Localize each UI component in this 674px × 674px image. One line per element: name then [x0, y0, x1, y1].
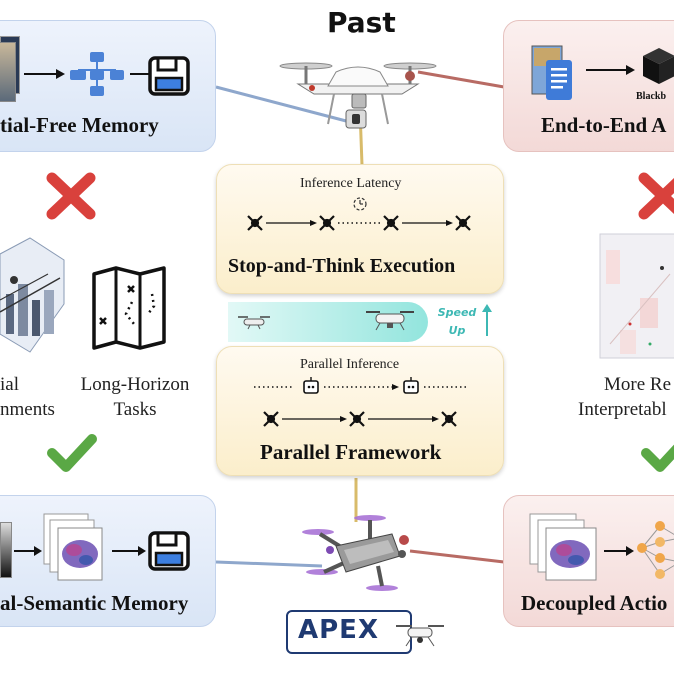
clock-icon: [353, 197, 367, 211]
apex-logo-text: APEX: [298, 615, 379, 645]
up-arrow-icon: [482, 304, 492, 336]
more-reliable-line2: Interpretabl: [578, 399, 667, 420]
aerial-environment-illustration: [0, 237, 65, 353]
parallel-framework-panel: [216, 346, 504, 476]
long-horizon-line1: Long-Horizon: [80, 374, 190, 395]
aerial-label-line2: nments: [0, 399, 55, 420]
image-stack-icon: [0, 36, 20, 102]
aerial-label-line1: ial: [0, 374, 19, 395]
cross-icon-right: [638, 172, 674, 220]
past-title: Past: [327, 6, 396, 39]
parallel-inference-label: Parallel Inference: [300, 357, 400, 372]
map-icon: [92, 266, 166, 350]
apex-logo-drone-icon: [396, 625, 444, 647]
arrow-icon: [586, 65, 635, 75]
arrow-icon-br: [604, 546, 634, 556]
small-drone-icon-a: [238, 316, 270, 330]
blackbox-label: Blackb: [636, 91, 667, 102]
small-drone-icon-b: [366, 311, 414, 331]
end-to-end-title: End-to-End A: [541, 113, 667, 137]
arrow-icon-bl2: [112, 546, 146, 556]
neural-network-icon: [637, 521, 674, 579]
parallel-inference-trajectory: [254, 377, 466, 394]
spatial-free-memory-title: tial-Free Memory: [0, 113, 159, 137]
save-disk-icon: [148, 56, 190, 96]
semantic-map-stack-icon: [43, 513, 103, 581]
parallel-framework-title: Parallel Framework: [260, 440, 442, 464]
apex-logo: APEX: [286, 610, 412, 654]
spatial-semantic-memory-title: al-Semantic Memory: [0, 591, 189, 615]
long-horizon-tasks-label: Long-Horizon Tasks: [74, 372, 196, 422]
speed-up-label: Speed Up: [437, 304, 477, 340]
speed-label: Speed: [437, 306, 477, 319]
stop-and-think-trajectory: [247, 215, 471, 231]
parallel-trajectory: [263, 411, 457, 427]
interpretable-scene-illustration: [599, 233, 674, 359]
aerial-environments-label: ial nments: [0, 372, 55, 422]
more-reliable-label: More Re Interpretabl: [578, 372, 671, 422]
more-reliable-line1: More Re: [604, 374, 672, 395]
check-icon-left: [47, 434, 97, 472]
arrow-icon-bl1: [14, 546, 42, 556]
check-icon-right: [641, 444, 674, 472]
inference-latency-label: Inference Latency: [300, 176, 402, 191]
long-horizon-line2: Tasks: [113, 399, 157, 420]
depth-image-icon: [0, 522, 12, 578]
up-label: Up: [448, 324, 466, 337]
blackbox-cube-icon: [643, 48, 674, 84]
semantic-map-stack-icon-right: [529, 513, 597, 581]
cross-icon-left: [46, 172, 96, 220]
stop-and-think-title: Stop-and-Think Execution: [228, 255, 456, 277]
save-disk-icon-bottom: [148, 531, 190, 571]
past-drone-icon: [279, 62, 437, 129]
decoupled-action-title: Decoupled Actio: [521, 591, 668, 615]
document-icon: [531, 45, 572, 100]
apex-drone-icon: [302, 515, 409, 591]
